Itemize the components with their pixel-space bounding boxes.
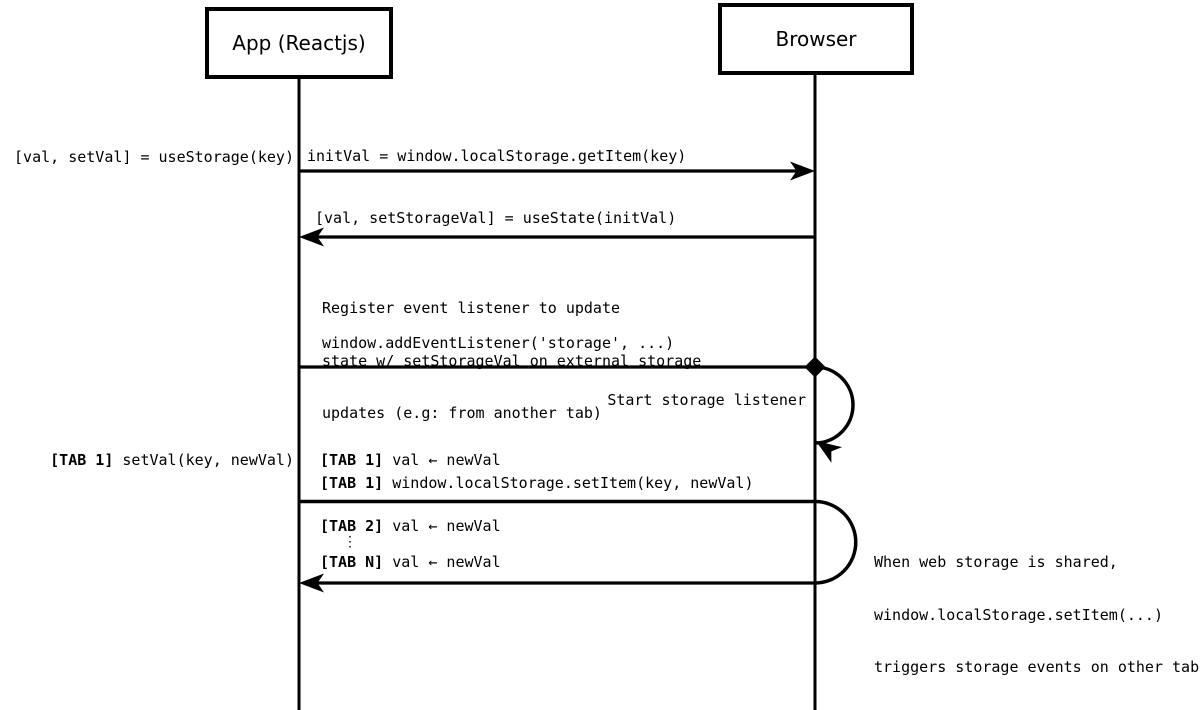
label-tab2-val-prefix: [TAB 2] <box>320 517 384 535</box>
label-usestate-message: [val, setStorageVal] = useState(initVal) <box>315 209 677 227</box>
broadcast-arc <box>814 499 858 585</box>
label-tab1-val-prefix: [TAB 1] <box>320 451 384 469</box>
note-register-listener: Register event listener to update state … <box>322 265 701 458</box>
arrowhead-left-usestate <box>299 227 324 247</box>
label-tab1-setval-prefix: [TAB 1] <box>50 451 114 469</box>
actor-box-browser: Browser <box>718 3 914 75</box>
label-usestorage-call: [val, setVal] = useStorage(key) <box>14 148 294 166</box>
label-tab1-setitem-prefix: [TAB 1] <box>320 474 384 492</box>
label-tab1-val: [TAB 1] val ← newVal <box>320 451 501 470</box>
note-register-line2: state w/ setStorageVal on external stora… <box>322 351 702 370</box>
label-tab1-setval-text: setVal(key, newVal) <box>113 451 294 469</box>
actor-label-app: App (Reactjs) <box>232 31 366 55</box>
label-tab1-setitem: [TAB 1] window.localStorage.setItem(key,… <box>320 474 754 493</box>
label-tabn-val: [TAB N] val ← newVal <box>320 553 501 572</box>
arrowhead-right-getitem <box>790 161 815 181</box>
label-tab1-setval-call: [TAB 1] setVal(key, newVal) <box>0 451 294 470</box>
note-shared-storage: When web storage is shared, window.local… <box>874 519 1200 710</box>
note-shared-line3: triggers storage events on other tabs <box>874 658 1200 676</box>
note-shared-line1: When web storage is shared, <box>874 553 1118 571</box>
label-getitem-message: initVal = window.localStorage.getItem(ke… <box>307 147 687 165</box>
label-tabn-val-text: val ← newVal <box>383 553 501 571</box>
note-register-line1: Register event listener to update <box>322 299 621 317</box>
label-tabn-val-prefix: [TAB N] <box>320 553 384 571</box>
label-tab1-val-text: val ← newVal <box>383 451 501 469</box>
note-addeventlistener: window.addEventListener('storage', ...) <box>322 334 675 352</box>
actor-label-browser: Browser <box>775 27 857 51</box>
label-start-storage-listener: Start storage listener <box>607 391 806 409</box>
arrowhead-self-loop <box>816 441 843 463</box>
label-tab1-setitem-text: window.localStorage.setItem(key, newVal) <box>383 474 754 492</box>
actor-box-app: App (Reactjs) <box>205 7 393 79</box>
note-shared-line2: window.localStorage.setItem(...) <box>874 605 1163 624</box>
arrowhead-left-storage-event <box>299 573 324 593</box>
self-loop-arc <box>814 365 855 445</box>
note-register-line3: updates (e.g: from another tab) <box>322 404 602 422</box>
label-tab2-val: [TAB 2] val ← newVal <box>320 517 501 536</box>
vertical-ellipsis: ⋮ <box>343 534 357 550</box>
label-tab2-val-text: val ← newVal <box>383 517 501 535</box>
